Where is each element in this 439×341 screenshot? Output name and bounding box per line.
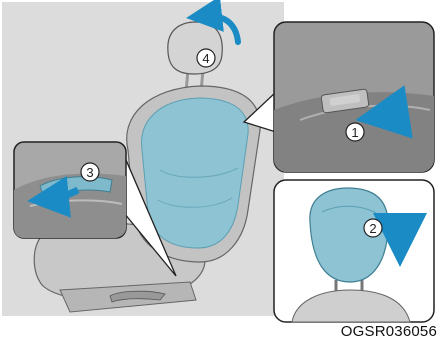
- arrow-step-1: [382, 112, 408, 116]
- inset-headrest-down: 2: [274, 180, 434, 322]
- inset-recline-lever: 3: [14, 142, 126, 238]
- step-4-number: 4: [202, 51, 209, 66]
- seat-headrest: [168, 22, 222, 74]
- figure-reference-code: OGSR036056: [341, 323, 437, 340]
- inset-release-button: 1: [274, 22, 434, 172]
- step-3-number: 3: [86, 165, 93, 180]
- step-2-number: 2: [369, 221, 376, 236]
- backrest-highlight: [142, 98, 249, 248]
- step-1-number: 1: [351, 125, 358, 140]
